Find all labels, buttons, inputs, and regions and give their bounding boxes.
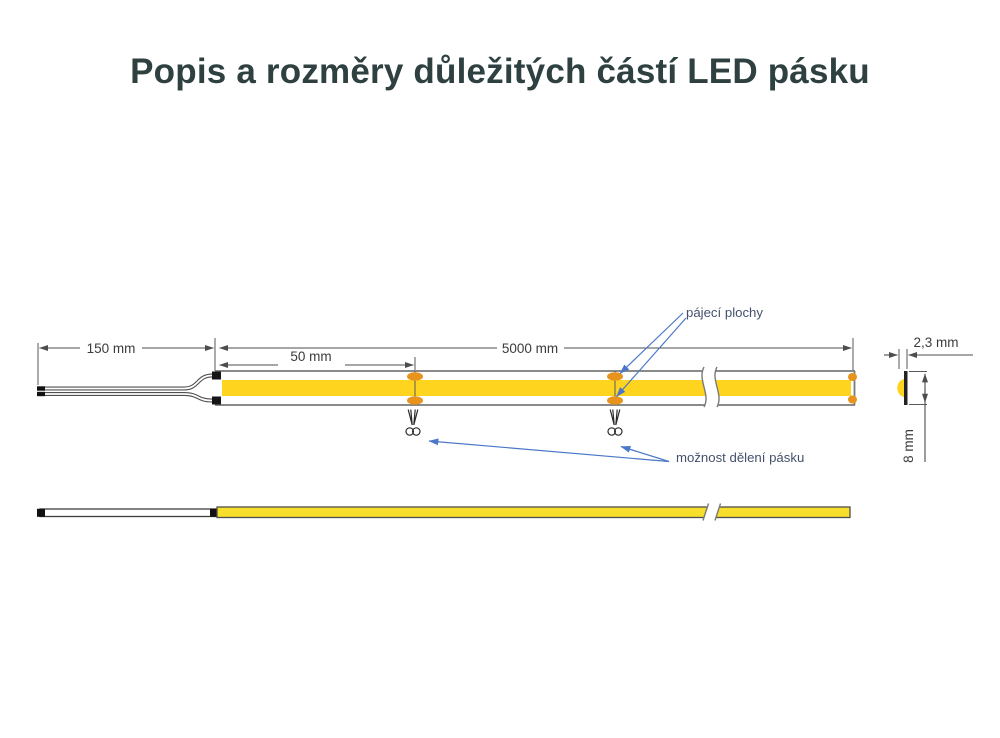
led-strip-top-view [37, 503, 851, 521]
strip-length-value: 5000 mm [502, 341, 558, 356]
solder-pad-end [848, 395, 857, 404]
solder-pad [407, 396, 423, 405]
solder-pads-label: pájecí plochy [686, 305, 763, 320]
dimension-cut-50mm: 50 mm [219, 349, 416, 370]
cable-tip [37, 508, 45, 517]
terminal-top [212, 371, 221, 380]
annotation-cut-option: možnost dělení pásku [428, 438, 804, 465]
solder-pad-end [848, 373, 857, 381]
cut-option-label: možnost dělení pásku [676, 450, 804, 465]
wire-tip-top [37, 386, 45, 391]
solder-pad [607, 396, 623, 405]
terminal-bottom [212, 396, 221, 405]
page-title: Popis a rozměry důležitých částí LED pás… [130, 52, 870, 91]
solder-pads [407, 371, 857, 405]
wire-tip-bottom [37, 391, 45, 397]
solder-pad [407, 372, 423, 381]
phosphor-band [222, 380, 851, 396]
strip-cross-section: 2,3 mm 8 mm [884, 335, 973, 463]
strip-body-top-view [216, 506, 851, 519]
strip-profile-bar [904, 371, 908, 405]
strip-height-value: 8 mm [901, 429, 916, 463]
led-emitting-face [897, 379, 904, 397]
cable-length-value: 150 mm [87, 341, 136, 356]
cable-connector [210, 508, 218, 517]
cut-segment-value: 50 mm [290, 349, 331, 364]
annotation-solder-pads: pájecí plochy [616, 305, 763, 397]
scissors-icon [607, 409, 623, 436]
cable-top-view [39, 508, 218, 518]
led-strip-side-view [212, 370, 856, 406]
break-symbol-side-view [701, 366, 720, 408]
solder-pad [607, 372, 623, 381]
scissors-icon [405, 409, 421, 436]
strip-thickness-value: 2,3 mm [913, 335, 958, 350]
dimension-cable-150mm: 150 mm [37, 338, 216, 385]
dimension-strip-5000mm: 5000 mm [219, 338, 854, 371]
power-cable [37, 373, 213, 403]
